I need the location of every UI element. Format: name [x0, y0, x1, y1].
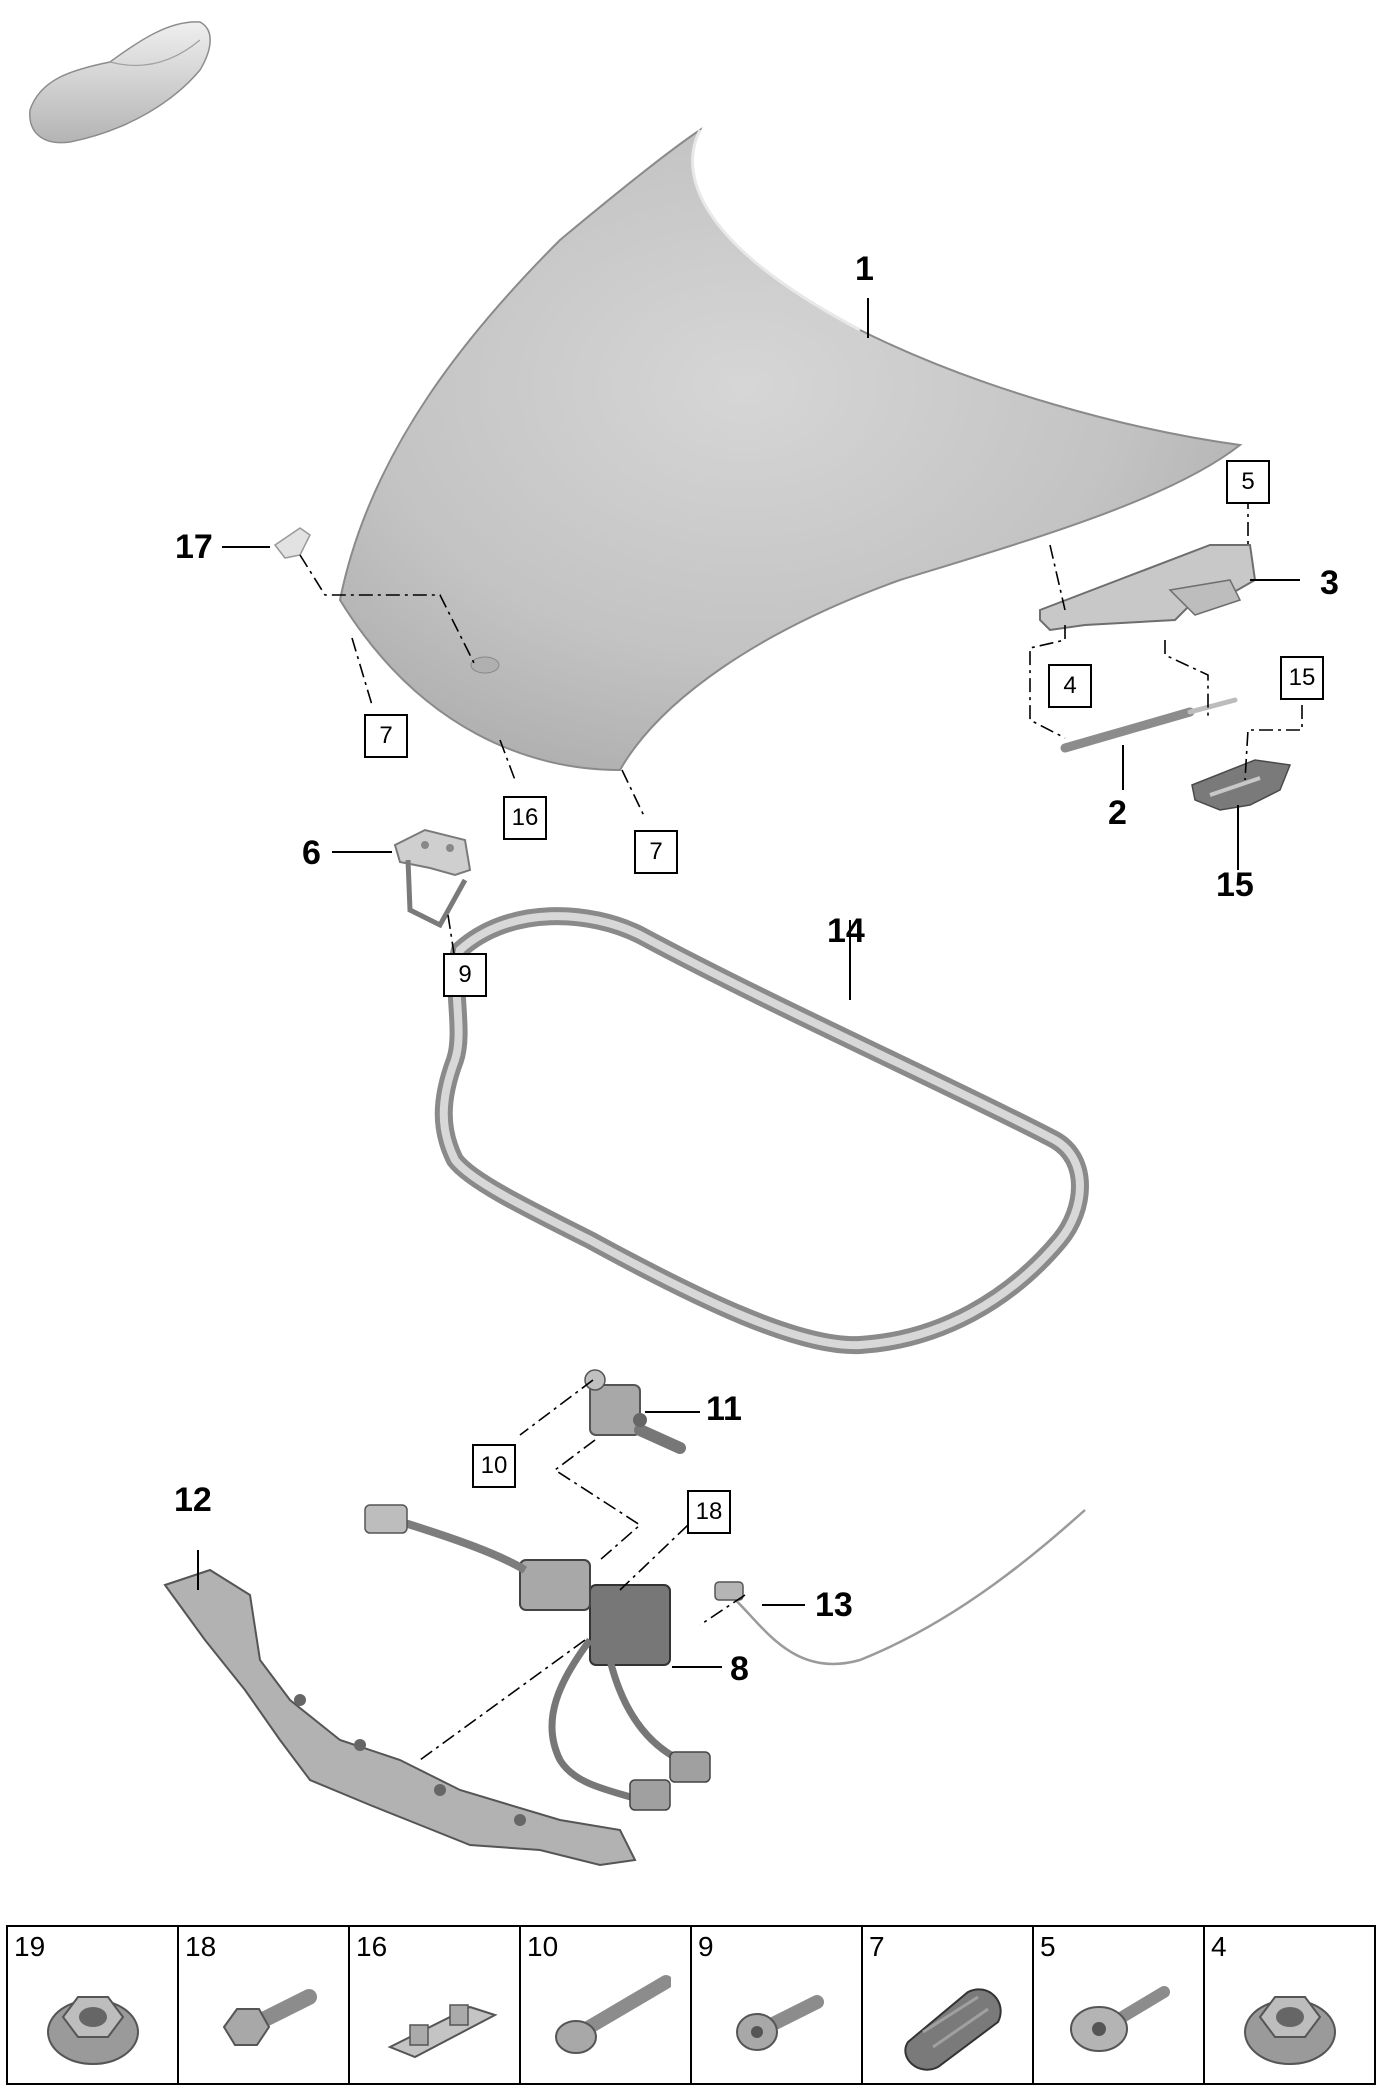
parts-diagram [29, 21, 1303, 1867]
callout-6: 6 [302, 834, 321, 872]
ref-box-7b: 7 [634, 830, 678, 874]
hardware-cell: 16 [350, 1927, 521, 2083]
hardware-number: 18 [185, 1931, 217, 1962]
car-thumbnail-icon [29, 21, 211, 144]
support-crossmember [163, 1568, 637, 1867]
hardware-number: 19 [14, 1931, 46, 1962]
callout-1: 1 [855, 250, 874, 288]
hardware-cell: 9 [692, 1927, 863, 2083]
ref-box-10: 10 [472, 1444, 516, 1488]
hardware-cell: 19 [8, 1927, 179, 2083]
callout-8: 8 [730, 1650, 749, 1688]
latch-striker [393, 828, 472, 929]
rubber-buffer-icon [904, 1988, 1002, 2071]
flange-nut-icon [47, 1996, 139, 2065]
callout-17: 17 [175, 528, 213, 566]
ref-box-15: 15 [1280, 656, 1324, 700]
callout-11: 11 [706, 1390, 742, 1428]
release-actuator [584, 1369, 686, 1454]
hardware-number: 10 [527, 1931, 559, 1962]
washer-screw-icon [1070, 1986, 1170, 2052]
callout-15: 15 [1216, 866, 1254, 904]
ref-box-5: 5 [1226, 460, 1270, 504]
hex-bolt-icon [222, 1989, 317, 2046]
ref-box-18: 18 [687, 1490, 731, 1534]
ref-box-9: 9 [443, 953, 487, 997]
ref-box-7a: 7 [364, 714, 408, 758]
callout-14: 14 [827, 912, 865, 950]
flange-nut-icon [1244, 1996, 1336, 2065]
clip-bracket-icon [387, 2004, 498, 2059]
ref-box-4: 4 [1048, 664, 1092, 708]
hardware-cell: 7 [863, 1927, 1034, 2083]
hood-seal [434, 907, 1089, 1355]
hinge-bracket [1039, 544, 1257, 632]
leader-lines [197, 298, 1300, 1668]
gas-strut [1060, 697, 1238, 753]
front-hood [338, 127, 1243, 772]
cover-cap [273, 527, 311, 559]
hood-buffer [1191, 759, 1292, 811]
hardware-number: 16 [356, 1931, 388, 1962]
release-cable [714, 1509, 1086, 1666]
hardware-table: 19 18 16 10 9 [6, 1925, 1376, 2085]
hood-latch [364, 1504, 711, 1811]
ref-box-16: 16 [503, 796, 547, 840]
hardware-cell: 5 [1034, 1927, 1205, 2083]
hardware-cell: 4 [1205, 1927, 1374, 2083]
reference-lines [299, 495, 1303, 1761]
callout-2: 2 [1108, 794, 1127, 832]
hardware-number: 9 [698, 1931, 714, 1962]
hardware-number: 5 [1040, 1931, 1056, 1962]
hardware-number: 7 [869, 1931, 885, 1962]
hardware-cell: 10 [521, 1927, 692, 2083]
callout-12: 12 [174, 1481, 212, 1519]
callout-3: 3 [1320, 564, 1339, 602]
hardware-cell: 18 [179, 1927, 350, 2083]
hardware-number: 4 [1211, 1931, 1227, 1962]
torx-screw-icon [736, 1995, 824, 2051]
long-bolt-icon [555, 1975, 671, 2054]
callout-13: 13 [815, 1586, 853, 1624]
